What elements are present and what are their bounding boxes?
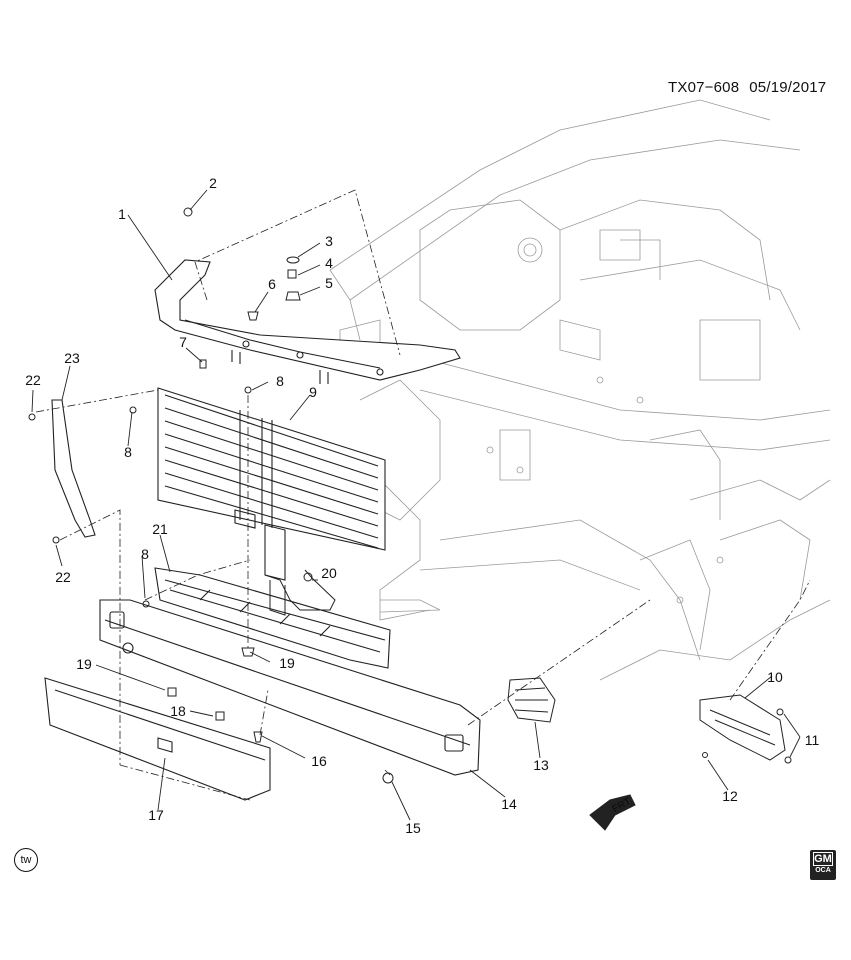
callout-16: 16 — [311, 753, 327, 769]
callout-3: 3 — [325, 233, 333, 249]
callout-7: 7 — [179, 334, 187, 350]
callout-8-top: 8 — [276, 373, 284, 389]
callout-11: 11 — [804, 732, 820, 748]
callout-15: 15 — [405, 820, 421, 836]
tw-badge: tw — [14, 848, 38, 872]
callout-19-left: 19 — [76, 656, 92, 672]
callout-6: 6 — [268, 276, 276, 292]
upper-tie-bar — [154, 259, 461, 384]
callout-14: 14 — [501, 796, 517, 812]
callout-22-top: 22 — [25, 372, 41, 388]
actuator-harness — [264, 569, 336, 616]
callout-18: 18 — [170, 703, 186, 719]
vehicle-body-structure — [329, 99, 831, 681]
callout-1: 1 — [118, 206, 126, 222]
leader-lines — [31, 189, 801, 821]
air-deflector — [44, 677, 271, 801]
bracket-13 — [507, 677, 556, 723]
reference-lines — [35, 189, 811, 801]
callout-23: 23 — [64, 350, 80, 366]
front-arrow-icon — [589, 794, 636, 831]
callout-17: 17 — [148, 807, 164, 823]
fasteners — [28, 207, 792, 784]
callout-4: 4 — [325, 255, 333, 271]
gm-logo-text: GM — [813, 852, 833, 866]
callout-21: 21 — [152, 521, 168, 537]
callout-8-lower: 8 — [141, 546, 149, 562]
callout-20: 20 — [321, 565, 337, 581]
grille-shutter-assembly — [157, 387, 386, 581]
callout-19-right: 19 — [279, 655, 295, 671]
callout-5: 5 — [325, 275, 333, 291]
drawing-code: TX07−608 — [668, 79, 740, 96]
callout-22-bottom: 22 — [55, 569, 71, 585]
gm-logo-subtext: OCA — [815, 867, 831, 874]
callout-9: 9 — [309, 384, 317, 400]
callout-8-left: 8 — [124, 444, 132, 460]
drawing-date: 05/19/2017 — [749, 79, 827, 96]
callout-2: 2 — [209, 175, 217, 191]
bracket-10 — [699, 694, 786, 761]
side-bracket — [51, 399, 96, 538]
impact-bar — [99, 599, 481, 776]
lower-shutter-housing — [154, 567, 391, 669]
drawing-header: TX07−608 05/19/2017 — [668, 79, 836, 96]
callout-10: 10 — [767, 669, 783, 685]
callout-12: 12 — [722, 788, 738, 804]
gm-logo: GM OCA — [810, 850, 836, 880]
callout-13: 13 — [533, 757, 549, 773]
